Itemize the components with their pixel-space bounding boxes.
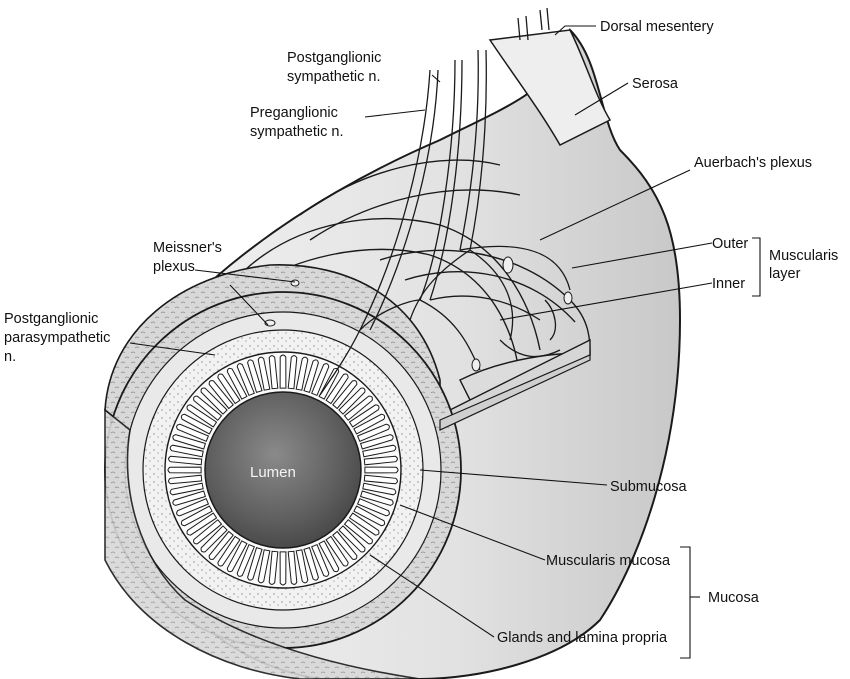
gland [362, 444, 397, 458]
label-auerbach-plexus: Auerbach's plexus [694, 155, 812, 171]
gland [332, 380, 358, 410]
label-submucosa: Submucosa [610, 479, 688, 495]
label-mucosa: Mucosa [708, 590, 760, 606]
gland [268, 355, 279, 390]
gland [279, 354, 287, 389]
lower-wall-block [104, 408, 421, 679]
gland [311, 363, 330, 397]
gland [200, 525, 228, 553]
front-cut-face [104, 264, 591, 679]
gland [208, 530, 234, 560]
label-preganglionic-sympathetic-2: sympathetic n. [250, 124, 344, 140]
gland [359, 434, 394, 450]
gland [217, 535, 241, 567]
gland [247, 546, 263, 581]
gland [193, 395, 223, 421]
gland [343, 395, 373, 421]
gland [180, 413, 213, 435]
gland [176, 423, 210, 442]
gland [303, 546, 319, 581]
label-outer: Outer [712, 236, 748, 252]
label-muscularis-layer-1: Muscularis [769, 248, 838, 264]
labels: Dorsal mesentery Serosa Postganglionic s… [4, 19, 838, 646]
gland [325, 535, 349, 567]
gland [295, 356, 309, 391]
label-postganglionic-para-1: Postganglionic [4, 311, 98, 327]
label-dorsal-mesentery: Dorsal mesentery [600, 19, 714, 35]
gland [172, 434, 207, 450]
gland [295, 549, 309, 584]
label-meissner-plexus-2: plexus [153, 259, 195, 275]
gland [364, 466, 399, 474]
label-preganglionic-sympathetic-1: Preganglionic [250, 105, 338, 121]
gland [169, 444, 204, 458]
label-serosa: Serosa [632, 76, 679, 92]
gland [168, 455, 203, 466]
gland [176, 498, 210, 517]
label-postganglionic-sympathetic-2: sympathetic n. [287, 69, 381, 85]
gland [167, 466, 202, 474]
gland [226, 367, 248, 400]
gland [356, 498, 390, 517]
label-glands-lamina-propria: Glands and lamina propria [497, 630, 668, 646]
gland [343, 519, 373, 545]
gland [348, 404, 380, 428]
gland [257, 356, 271, 391]
gland [287, 550, 298, 585]
gland [356, 423, 390, 442]
leader-lines [129, 25, 761, 659]
gland [247, 359, 263, 394]
label-postganglionic-para-3: n. [4, 349, 16, 365]
gland [200, 387, 228, 415]
gland [348, 512, 380, 536]
gland [217, 373, 241, 405]
cut-edge [439, 354, 591, 431]
label-muscularis-mucosa: Muscularis mucosa [546, 553, 671, 569]
gland [325, 373, 349, 405]
gland [338, 387, 366, 415]
gland [338, 525, 366, 553]
dorsal-mesentery-sheet [488, 29, 612, 146]
gland [236, 543, 255, 577]
gland [318, 540, 340, 573]
gland [332, 530, 358, 560]
gland [172, 490, 207, 506]
label-meissner-plexus-1: Meissner's [153, 240, 222, 256]
gland-ring [167, 354, 399, 586]
gland [362, 482, 397, 496]
gland [353, 505, 386, 527]
label-inner: Inner [712, 276, 745, 292]
gland [359, 490, 394, 506]
gland [193, 519, 223, 545]
gland [303, 359, 319, 394]
gland [226, 540, 248, 573]
gland [268, 550, 279, 585]
label-postganglionic-sympathetic-1: Postganglionic [287, 50, 381, 66]
gland [169, 482, 204, 496]
lumen-core [204, 391, 362, 549]
gland [353, 413, 386, 435]
gland [186, 404, 218, 428]
gland [236, 363, 255, 397]
gland [257, 549, 271, 584]
gland [363, 455, 398, 466]
gland [363, 474, 398, 485]
label-lumen: Lumen [250, 464, 296, 481]
gland [311, 543, 330, 577]
label-postganglionic-para-2: parasympathetic [4, 330, 110, 346]
gland [208, 380, 234, 410]
gland [287, 355, 298, 390]
gland [168, 474, 203, 485]
gland [279, 551, 287, 586]
gland [186, 512, 218, 536]
gland [180, 505, 213, 527]
label-muscularis-layer-2: layer [769, 266, 801, 282]
